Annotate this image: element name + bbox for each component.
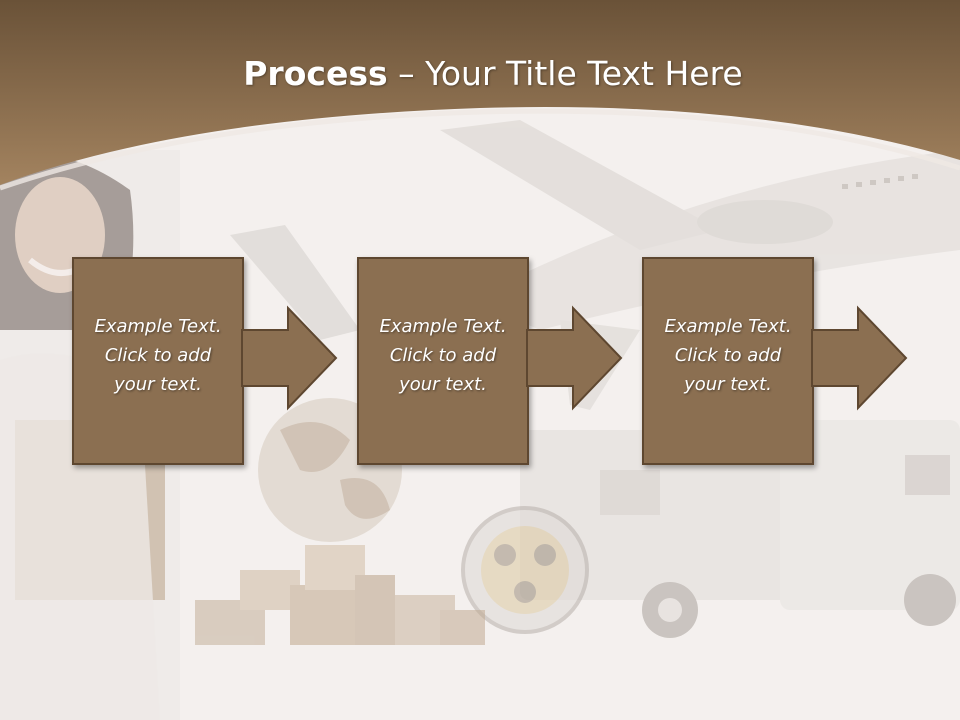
page-title[interactable]: Process – Your Title Text Here (0, 52, 960, 96)
arrow-right-1 (241, 305, 338, 411)
step-text-line: Click to add (104, 345, 212, 366)
stopwatch-photo (461, 506, 589, 634)
parcels-photo (195, 545, 485, 645)
process-step-3[interactable]: Example Text. Click to add your text. (642, 257, 814, 465)
title-rest: – Your Title Text Here (387, 54, 743, 93)
banner-swoosh-line (0, 108, 960, 191)
truck-photo (520, 420, 960, 638)
step-text-line: your text. (114, 374, 202, 395)
step-3-text[interactable]: Example Text. Click to add your text. (644, 312, 812, 399)
step-text-line: Example Text. (379, 316, 507, 337)
arrow-right-2 (526, 305, 623, 411)
step-text-line: your text. (399, 374, 487, 395)
title-bold: Process (243, 54, 388, 93)
step-1-text[interactable]: Example Text. Click to add your text. (74, 312, 242, 399)
step-2-text[interactable]: Example Text. Click to add your text. (359, 312, 527, 399)
step-text-line: your text. (684, 374, 772, 395)
arrow-right-3 (811, 305, 908, 411)
step-text-line: Example Text. (94, 316, 222, 337)
step-text-line: Example Text. (664, 316, 792, 337)
process-step-2[interactable]: Example Text. Click to add your text. (357, 257, 529, 465)
title-banner (0, 0, 960, 185)
step-text-line: Click to add (674, 345, 782, 366)
process-step-1[interactable]: Example Text. Click to add your text. (72, 257, 244, 465)
step-text-line: Click to add (389, 345, 497, 366)
